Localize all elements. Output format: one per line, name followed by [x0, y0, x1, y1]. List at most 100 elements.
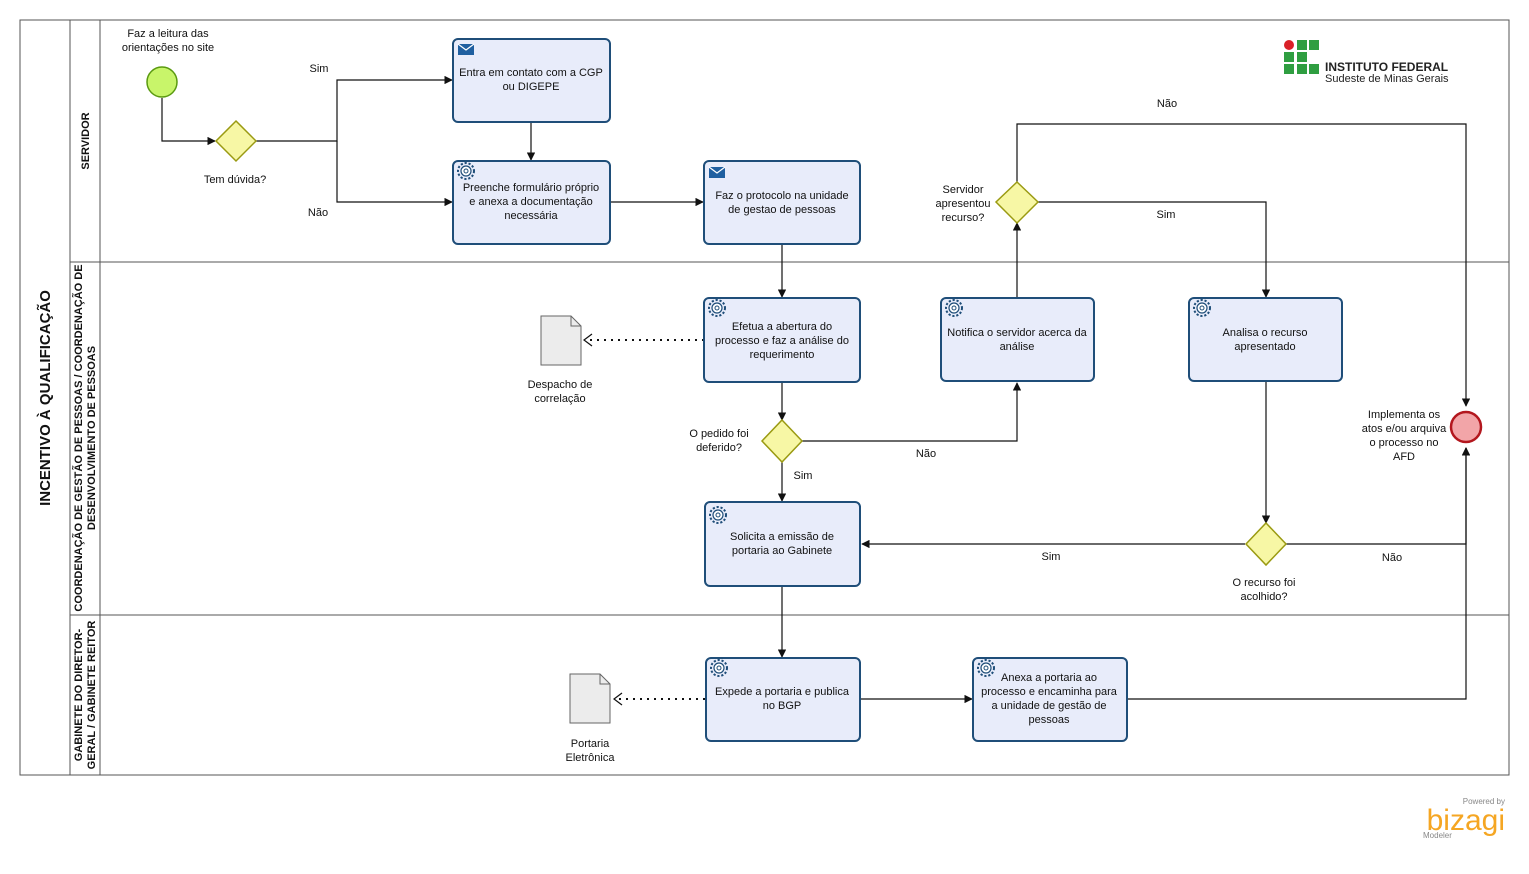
lane-coordenacao: COORDENAÇÃO DE GESTÃO DE PESSOAS / COORD…	[72, 264, 98, 611]
flow-label-nao: Não	[308, 207, 328, 219]
gateway-label: Tem dúvida?	[204, 174, 266, 186]
lane-servidor: SERVIDOR	[80, 112, 92, 169]
text-line: atos e/ou arquiva	[1362, 423, 1447, 435]
text-line: apresentado	[1234, 341, 1295, 353]
flow-anexa-to-end	[1127, 447, 1471, 700]
gateway-recurso-acolhido[interactable]	[1244, 521, 1288, 567]
powered-by-text: Powered by	[1463, 797, 1505, 806]
text-line: pessoas	[1029, 714, 1070, 726]
task-efetua-abertura[interactable]: Efetua a abertura do processo e faz a aná…	[703, 297, 861, 383]
text-line: Notifica o servidor acerca da	[947, 327, 1087, 339]
text-line: e anexa a documentação	[469, 196, 593, 208]
text-line: Solicita a emissão de	[730, 531, 834, 543]
text-line: Analisa o recurso	[1223, 327, 1308, 339]
gear-icon	[457, 162, 475, 180]
flow-recurso-sim	[1038, 201, 1271, 298]
text-line: Preenche formulário próprio	[463, 182, 599, 194]
text-line: acolhido?	[1240, 591, 1287, 603]
gear-icon	[710, 659, 728, 677]
text-line: Servidor	[943, 184, 984, 196]
gateway-label: O recurso foi acolhido?	[1233, 577, 1296, 603]
text-line: Faz a leitura das	[127, 28, 209, 40]
lane-gabinete: GABINETE DO DIRETOR-GERAL / GABINETE REI…	[73, 621, 98, 770]
end-event[interactable]	[1449, 410, 1483, 444]
text-line: DESENVOLVIMENTO DE PESSOAS	[86, 346, 98, 530]
text-line: deferido?	[696, 442, 742, 454]
text-line: orientações no site	[122, 42, 214, 54]
text-line: COORDENAÇÃO DE GESTÃO DE PESSOAS / COORD…	[72, 264, 85, 611]
flow-label-sim: Sim	[1042, 551, 1061, 563]
text-line: processo e encaminha para	[981, 686, 1118, 698]
flow-deferido-nao	[802, 382, 1022, 442]
gear-icon	[945, 299, 963, 317]
gateway-tem-duvida[interactable]	[214, 119, 258, 163]
text-line: requerimento	[750, 349, 815, 361]
text-line: O recurso foi	[1233, 577, 1296, 589]
flow-recurso-nao	[1016, 123, 1471, 407]
text-line: Efetua a abertura do	[732, 321, 832, 333]
text-line: O pedido foi	[689, 428, 748, 440]
document-despacho[interactable]	[540, 315, 582, 366]
flow-label-nao: Não	[1382, 552, 1402, 564]
task-notifica-servidor[interactable]: Notifica o servidor acerca da análise	[940, 297, 1095, 382]
gateway-pedido-deferido[interactable]	[760, 418, 804, 464]
bizagi-branding: Powered by bizagi Modeler	[1423, 797, 1505, 840]
gear-icon	[709, 506, 727, 524]
flow-duvida-nao	[336, 141, 453, 207]
text-line: Portaria	[571, 738, 610, 750]
modeler-text: Modeler	[1423, 831, 1452, 840]
gateway-label: O pedido foi deferido?	[689, 428, 748, 454]
sequence-flows	[161, 75, 1471, 704]
task-preenche-formulario[interactable]: Preenche formulário próprio e anexa a doc…	[452, 160, 611, 245]
text-line: processo e faz a análise do	[715, 335, 849, 347]
text-line: necessária	[504, 210, 558, 222]
end-event-label: Implementa os atos e/ou arquiva o processo…	[1362, 409, 1447, 463]
envelope-icon	[708, 166, 726, 178]
svg-text:Notifica o servidor acerca daa: Notifica o servidor acerca da análise	[947, 327, 1087, 353]
task-analisa-recurso[interactable]: Analisa o recurso apresentado	[1188, 297, 1343, 382]
text-line: Implementa os	[1368, 409, 1441, 421]
text-line: análise	[1000, 341, 1035, 353]
text-line: no BGP	[763, 700, 802, 712]
gear-icon	[708, 299, 726, 317]
start-event[interactable]	[146, 66, 178, 98]
flow-label-nao: Não	[1157, 98, 1177, 110]
gear-icon	[977, 659, 995, 677]
start-event-label: Faz a leitura das orientações no site	[122, 28, 214, 54]
gear-icon	[1193, 299, 1211, 317]
text-line: GABINETE DO DIRETOR-	[73, 628, 85, 761]
logo-subtitle: Sudeste de Minas Gerais	[1325, 73, 1449, 85]
bizagi-logo: bizagi	[1427, 804, 1505, 837]
text-line: Expede a portaria e publica	[715, 686, 850, 698]
text-line: Eletrônica	[566, 752, 616, 764]
flow-duvida-sim	[256, 75, 453, 142]
lane-title: SERVIDOR	[80, 112, 92, 169]
flow-label-nao: Não	[916, 448, 936, 460]
gateway-apresentou-recurso[interactable]	[994, 180, 1040, 225]
lane-title: GABINETE DO DIRETOR-GERAL / GABINETE REI…	[73, 621, 98, 770]
text-line: Entra em contato com a CGP	[459, 67, 603, 79]
text-line: o processo no	[1369, 437, 1438, 449]
text-line: GERAL / GABINETE REITOR	[86, 621, 98, 770]
task-expede-portaria[interactable]: Expede a portaria e publica no BGP	[705, 657, 861, 742]
text-line: Tem dúvida?	[204, 174, 266, 186]
flow-label-sim: Sim	[1157, 209, 1176, 221]
envelope-icon	[457, 43, 475, 55]
instituto-federal-logo: INSTITUTO FEDERAL Sudeste de Minas Gerai…	[1284, 40, 1449, 85]
pool: INCENTIVO À QUALIFICAÇÃO	[19, 19, 1510, 776]
document-portaria[interactable]	[569, 673, 611, 724]
